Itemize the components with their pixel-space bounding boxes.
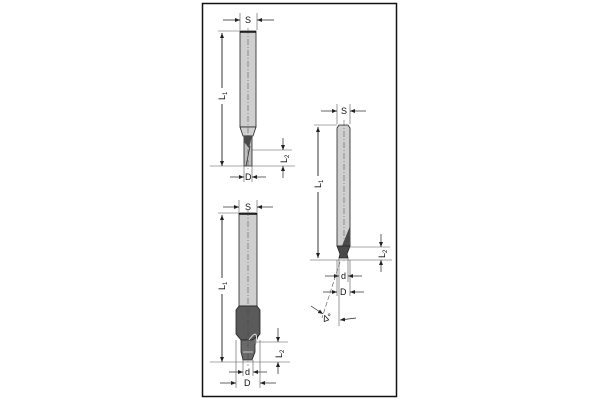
bit-3: S L1 L2 d D [310, 104, 392, 326]
bit-2-l2-label: L2 [274, 349, 286, 358]
bit-2-l1-label: L1 [217, 281, 229, 290]
bit-3-l1-label: L1 [313, 179, 325, 188]
bit-2-shank-label: S [245, 202, 251, 212]
diagram-frame [201, 2, 398, 398]
bit-3-shank [336, 124, 351, 247]
bit-3-l2-label: L2 [377, 249, 389, 258]
bit-2-small-diameter-label: d [245, 367, 250, 377]
bit-1-l2-label: L2 [279, 154, 291, 163]
bit-1: S L1 L2 D [210, 13, 295, 182]
bit-3-small-diameter-label: d [341, 271, 346, 281]
bit-3-diameter-label: D [340, 287, 347, 297]
bit-1-shank [239, 30, 257, 128]
bit-1-l1-label: L1 [217, 91, 229, 100]
bit-1-shank-label: S [245, 15, 251, 25]
bit-2-diameter-label: D [244, 378, 251, 388]
bit-1-diameter-label: D [245, 172, 252, 182]
bit-2: S L1 L2 d D [210, 200, 290, 388]
bit-3-angle-label: ∆° [321, 311, 333, 324]
bit-3-shank-label: S [341, 106, 347, 116]
